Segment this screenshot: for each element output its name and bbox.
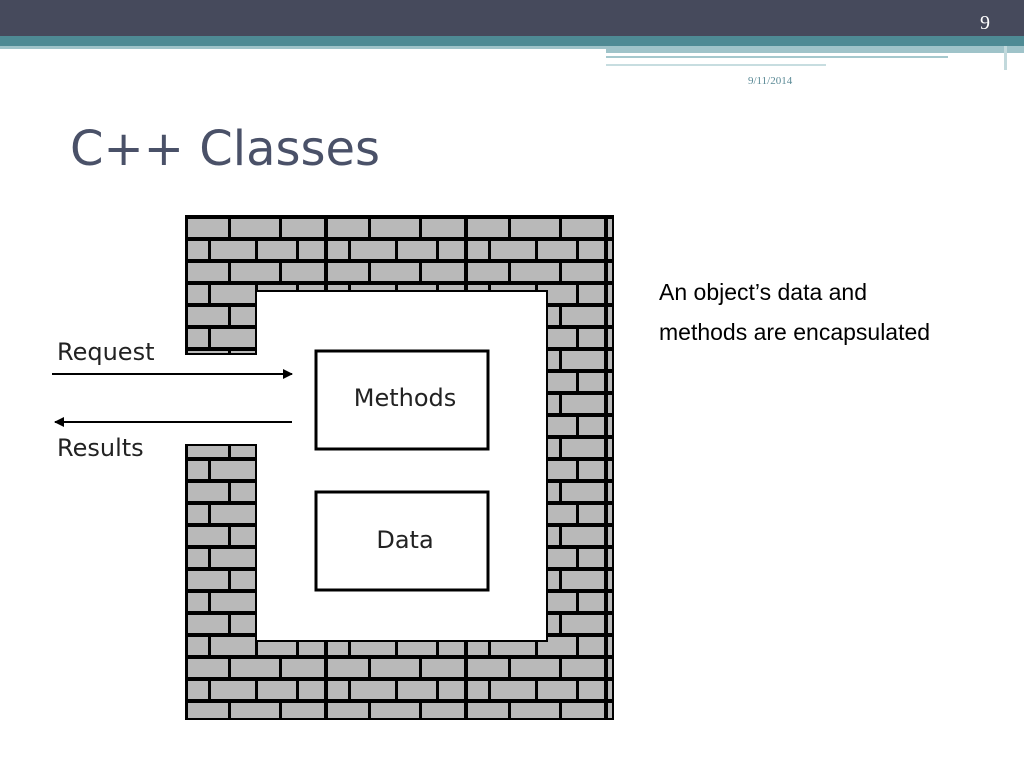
accent-line <box>606 46 1024 53</box>
accent-line <box>0 46 606 49</box>
request-label: Request <box>57 338 155 366</box>
data-box <box>314 490 490 592</box>
accent-band <box>0 36 1024 46</box>
body-text: An object’s data and methods are encapsu… <box>659 279 931 345</box>
accent-line <box>606 64 826 66</box>
slide-title: C++ Classes <box>70 121 381 177</box>
header-bar <box>0 0 1024 36</box>
methods-box <box>314 349 490 451</box>
brick-wall <box>185 215 614 720</box>
methods-label: Methods <box>354 384 457 412</box>
slide-date: 9/11/2014 <box>748 75 793 87</box>
accent-line <box>1004 46 1007 70</box>
accent-line <box>606 56 948 58</box>
results-label: Results <box>57 434 144 462</box>
slide-number: 9 <box>980 12 990 34</box>
data-label: Data <box>376 526 433 554</box>
